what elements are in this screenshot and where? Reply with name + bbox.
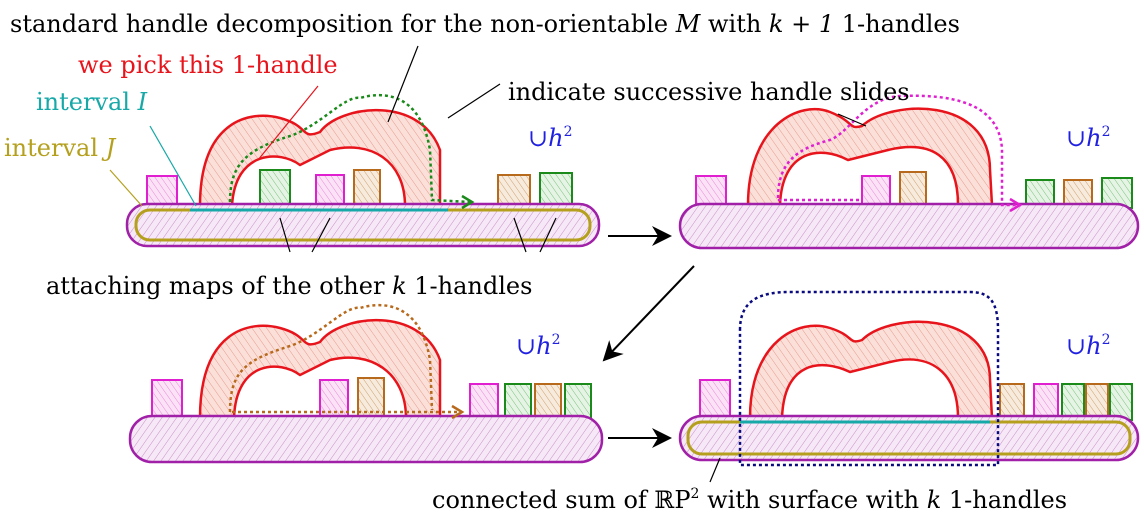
pointer-interval-j bbox=[109, 169, 143, 207]
small-handle-green bbox=[504, 383, 532, 421]
small-handle-brown bbox=[534, 383, 562, 421]
small-handle-brown bbox=[899, 171, 927, 209]
picked-1-handle bbox=[746, 107, 994, 207]
small-handle-magenta bbox=[319, 379, 349, 421]
small-handle-green bbox=[1061, 383, 1085, 421]
pointer-attaching-1 bbox=[279, 217, 291, 253]
interval-j-label: interval J bbox=[4, 134, 117, 162]
slide-arrowhead-brown bbox=[451, 404, 465, 420]
disk-0-handle bbox=[128, 414, 604, 464]
pointer-attaching-3 bbox=[513, 217, 527, 253]
arrow-diagonal bbox=[602, 265, 695, 362]
slide-path-green bbox=[228, 93, 471, 204]
small-handle-green bbox=[564, 383, 592, 421]
panel-top-left: ∪h2 bbox=[125, 93, 601, 248]
pointer-slides-left bbox=[447, 83, 501, 119]
picked-1-handle bbox=[198, 319, 442, 420]
small-handle-magenta bbox=[1033, 383, 1059, 421]
picked-1-handle bbox=[748, 320, 994, 420]
pointer-slides-right bbox=[837, 113, 867, 127]
interval-i-label: interval I bbox=[36, 88, 148, 116]
attaching-caption: attaching maps of the other k 1-handles bbox=[46, 272, 532, 300]
top-caption: standard handle decomposition for the no… bbox=[10, 10, 960, 38]
small-handle-magenta bbox=[151, 379, 183, 421]
union-h2-label: ∪h2 bbox=[516, 332, 561, 360]
small-handle-brown bbox=[999, 383, 1025, 421]
union-h2-label: ∪h2 bbox=[528, 124, 573, 152]
pointer-top-caption bbox=[387, 45, 419, 123]
pointer-attaching-4 bbox=[539, 217, 557, 253]
small-handle-magenta bbox=[699, 379, 731, 421]
union-h2-label: ∪h2 bbox=[1066, 332, 1111, 360]
disk-0-handle bbox=[125, 202, 601, 248]
slide-arrowhead-magenta bbox=[1009, 197, 1023, 213]
small-handle-green bbox=[1109, 383, 1133, 421]
disk-0-handle bbox=[678, 202, 1140, 250]
slide-arrowhead-green bbox=[461, 194, 475, 210]
small-handle-magenta bbox=[861, 175, 891, 209]
slides-label: indicate successive handle slides bbox=[508, 78, 910, 106]
small-handle-magenta bbox=[469, 383, 499, 421]
picked-1-handle bbox=[198, 109, 442, 208]
small-handle-brown bbox=[1085, 383, 1109, 421]
small-handle-brown bbox=[357, 377, 385, 421]
panel-bottom-right: ∪h2 bbox=[678, 290, 1140, 467]
connected-sum-caption: connected sum of ℝP2 with surface with k… bbox=[432, 486, 1067, 514]
slide-path-magenta bbox=[776, 94, 1018, 207]
union-h2-label: ∪h2 bbox=[1066, 124, 1111, 152]
pointer-pick bbox=[257, 85, 319, 161]
panel-bottom-left: ∪h2 bbox=[128, 303, 604, 464]
pointer-connected-sum bbox=[709, 457, 721, 483]
slide-path-brown bbox=[228, 303, 434, 413]
rp2-summand-boundary bbox=[738, 290, 1000, 467]
pick-label: we pick this 1-handle bbox=[78, 51, 338, 79]
disk-0-handle bbox=[678, 414, 1140, 462]
panel-top-right: ∪h2 bbox=[678, 94, 1140, 250]
pointer-interval-i bbox=[149, 125, 197, 207]
pointer-attaching-2 bbox=[311, 217, 331, 253]
